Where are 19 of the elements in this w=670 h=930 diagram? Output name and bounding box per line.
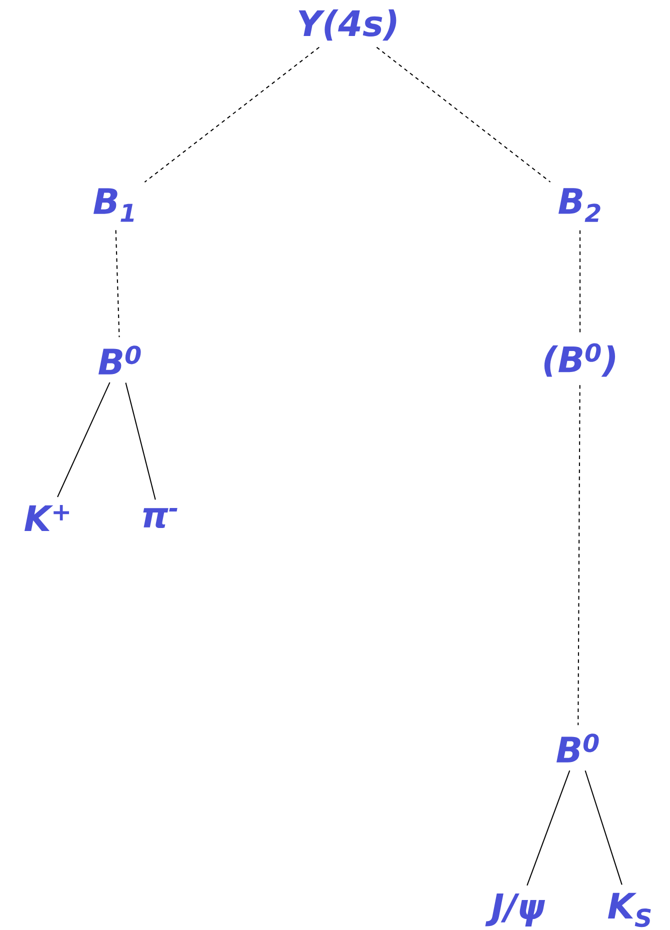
dashed-line xyxy=(144,46,320,182)
particle-label: Y(4s) xyxy=(298,9,396,41)
decay-line xyxy=(526,770,570,886)
particle-label: J/ψ xyxy=(485,894,546,926)
decay-line xyxy=(584,770,622,885)
particle-label: K$_{S}$ xyxy=(608,892,651,928)
particle-label: B$^{0}$ xyxy=(556,734,599,762)
decay-line xyxy=(57,382,110,498)
decay-line xyxy=(125,382,156,500)
dashed-line xyxy=(578,385,580,726)
particle-label: B$_{2}$ xyxy=(558,188,600,222)
particle-label: π$^{-}$ xyxy=(143,508,178,528)
particle-label: K$^{+}$ xyxy=(24,505,70,531)
particle-label: (B$^{0}$) xyxy=(544,343,616,377)
particle-label: B$^{0}$ xyxy=(98,346,141,374)
dashed-line xyxy=(579,230,581,335)
particle-label: B$_{1}$ xyxy=(94,188,134,222)
dashed-line xyxy=(376,46,551,182)
dashed-line xyxy=(115,230,120,338)
